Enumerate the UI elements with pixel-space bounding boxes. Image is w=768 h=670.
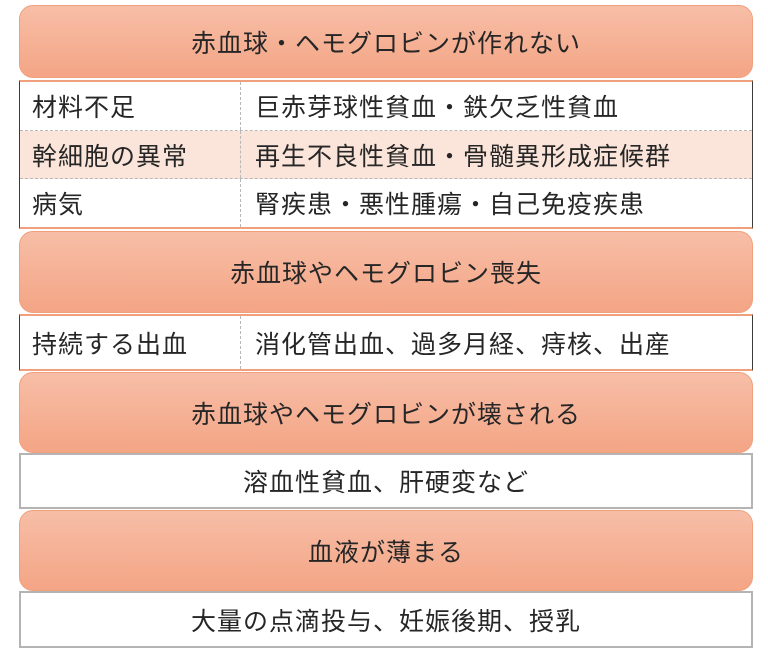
section-header-cannot-produce: 赤血球・ヘモグロビンが作れない <box>19 5 753 78</box>
table-row: 持続する出血 消化管出血、過多月経、痔核、出産 <box>20 316 752 369</box>
row-label: 持続する出血 <box>20 316 241 369</box>
table-row: 材料不足 巨赤芽球性貧血・鉄欠乏性貧血 <box>20 82 752 131</box>
causes-table-loss: 持続する出血 消化管出血、過多月経、痔核、出産 <box>19 314 753 371</box>
row-value: 腎疾患・悪性腫瘍・自己免疫疾患 <box>255 190 646 219</box>
section-header-destroyed: 赤血球やヘモグロビンが壊される <box>19 372 753 453</box>
table-row: 幹細胞の異常 再生不良性貧血・骨髄異形成症候群 <box>20 131 752 179</box>
section-text-diluted: 大量の点滴投与、妊娠後期、授乳 <box>19 591 753 648</box>
row-value: 消化管出血、過多月経、痔核、出産 <box>255 329 672 359</box>
row-value: 巨赤芽球性貧血・鉄欠乏性貧血 <box>255 93 620 122</box>
section-header-loss: 赤血球やヘモグロビン喪失 <box>19 231 753 313</box>
row-label: 材料不足 <box>20 82 241 130</box>
section-text: 溶血性貧血、肝硬変など <box>242 468 529 497</box>
section-text: 大量の点滴投与、妊娠後期、授乳 <box>190 606 581 636</box>
section-title: 血液が薄まる <box>307 537 464 567</box>
section-title: 赤血球やヘモグロビンが壊される <box>190 399 581 429</box>
causes-table-production: 材料不足 巨赤芽球性貧血・鉄欠乏性貧血 幹細胞の異常 再生不良性貧血・骨髄異形成… <box>19 80 753 229</box>
table-row: 病気 腎疾患・悪性腫瘍・自己免疫疾患 <box>20 179 752 227</box>
row-label: 病気 <box>20 179 241 227</box>
section-title: 赤血球・ヘモグロビンが作れない <box>190 28 581 58</box>
row-value: 再生不良性貧血・骨髄異形成症候群 <box>255 141 672 171</box>
row-label: 幹細胞の異常 <box>20 131 241 178</box>
section-title: 赤血球やヘモグロビン喪失 <box>229 259 542 288</box>
section-text-destroyed: 溶血性貧血、肝硬変など <box>19 453 753 509</box>
section-header-diluted: 血液が薄まる <box>19 510 753 591</box>
